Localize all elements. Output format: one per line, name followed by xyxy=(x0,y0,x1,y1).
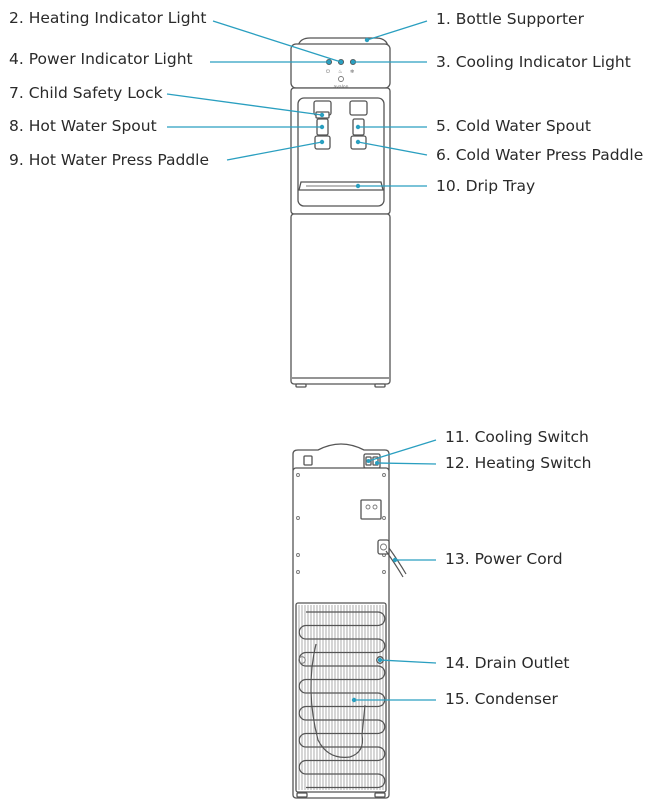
label-condenser: 15. Condenser xyxy=(445,690,559,708)
condenser-pipe xyxy=(310,643,366,758)
leader-dot xyxy=(377,657,383,663)
condenser-fins xyxy=(298,605,384,790)
back-screw xyxy=(382,473,386,477)
label-heating-switch: 12. Heating Switch xyxy=(445,454,592,472)
label-heating-indicator-light: 2. Heating Indicator Light xyxy=(9,9,206,27)
back-view xyxy=(292,443,407,799)
leader-dot xyxy=(355,139,361,145)
brand-logo-text: avalon xyxy=(333,84,348,90)
back-left-foot xyxy=(296,792,308,798)
rating-plate xyxy=(360,499,382,520)
label-cooling-switch: 11. Cooling Switch xyxy=(445,428,589,446)
back-screw xyxy=(296,553,300,557)
leader-drain-outlet xyxy=(379,659,437,664)
leader-lines xyxy=(166,20,437,703)
leader-dot xyxy=(392,557,398,563)
rating-plate-mark-icon xyxy=(372,504,378,510)
leader-dot xyxy=(319,124,325,130)
leader-dot xyxy=(355,124,361,130)
leader-dot xyxy=(364,37,370,43)
leader-heating-switch xyxy=(376,462,437,465)
leader-dot xyxy=(338,59,344,65)
indicator-glyph-heat: ♨ xyxy=(338,69,342,75)
label-child-safety-lock: 7. Child Safety Lock xyxy=(9,84,163,102)
rating-plate-mark-icon xyxy=(365,504,371,510)
back-screw xyxy=(382,570,386,574)
front-right-foot xyxy=(374,383,386,388)
leader-dot xyxy=(375,461,379,465)
back-screw xyxy=(296,473,300,477)
label-hot-water-spout: 8. Hot Water Spout xyxy=(9,117,157,135)
label-cooling-indicator-light: 3. Cooling Indicator Light xyxy=(436,53,631,71)
leader-dot xyxy=(355,183,361,189)
back-screw xyxy=(382,516,386,520)
label-power-cord: 13. Power Cord xyxy=(445,550,563,568)
label-hot-water-press-paddle: 9. Hot Water Press Paddle xyxy=(9,151,209,169)
cold-spout-housing xyxy=(349,100,368,116)
logo-mark-icon xyxy=(338,76,344,82)
leader-dot xyxy=(350,59,356,65)
leader-dot xyxy=(351,697,357,703)
label-bottle-supporter: 1. Bottle Supporter xyxy=(436,10,585,28)
leader-cold-water-paddle xyxy=(357,141,428,156)
leader-heating-indicator xyxy=(212,20,342,63)
front-left-foot xyxy=(295,383,307,388)
power-cord-socket xyxy=(377,539,390,555)
back-screw xyxy=(296,570,300,574)
leader-dot xyxy=(319,139,325,145)
power-cord-outer xyxy=(388,547,407,575)
front-view: ⏻ ♨ ❄ avalon xyxy=(290,37,391,388)
label-cold-water-spout: 5. Cold Water Spout xyxy=(436,117,591,135)
leader-child-safety-lock xyxy=(166,93,323,116)
leader-cooling-switch xyxy=(368,439,437,462)
label-power-indicator-light: 4. Power Indicator Light xyxy=(9,50,193,68)
leader-dot xyxy=(366,459,371,463)
back-right-foot xyxy=(374,792,386,798)
leader-bottle-supporter xyxy=(366,20,428,41)
leader-hot-water-paddle xyxy=(226,141,323,161)
label-cold-water-press-paddle: 6. Cold Water Press Paddle xyxy=(436,146,643,164)
leader-dot xyxy=(319,112,325,118)
front-lower-cabinet xyxy=(290,213,391,385)
back-top-left-tab xyxy=(303,455,313,466)
power-cord xyxy=(385,550,404,578)
drain-outlet-left xyxy=(298,656,306,664)
indicator-glyph-cool: ❄ xyxy=(350,69,354,75)
label-drip-tray: 10. Drip Tray xyxy=(436,177,535,195)
leader-dot xyxy=(326,59,332,65)
part-labels: 1. Bottle Supporter 2. Heating Indicator… xyxy=(9,9,643,708)
back-screw xyxy=(296,516,300,520)
label-drain-outlet: 14. Drain Outlet xyxy=(445,654,569,672)
power-cord-socket-ring xyxy=(380,543,387,551)
indicator-glyph-power: ⏻ xyxy=(326,69,330,75)
